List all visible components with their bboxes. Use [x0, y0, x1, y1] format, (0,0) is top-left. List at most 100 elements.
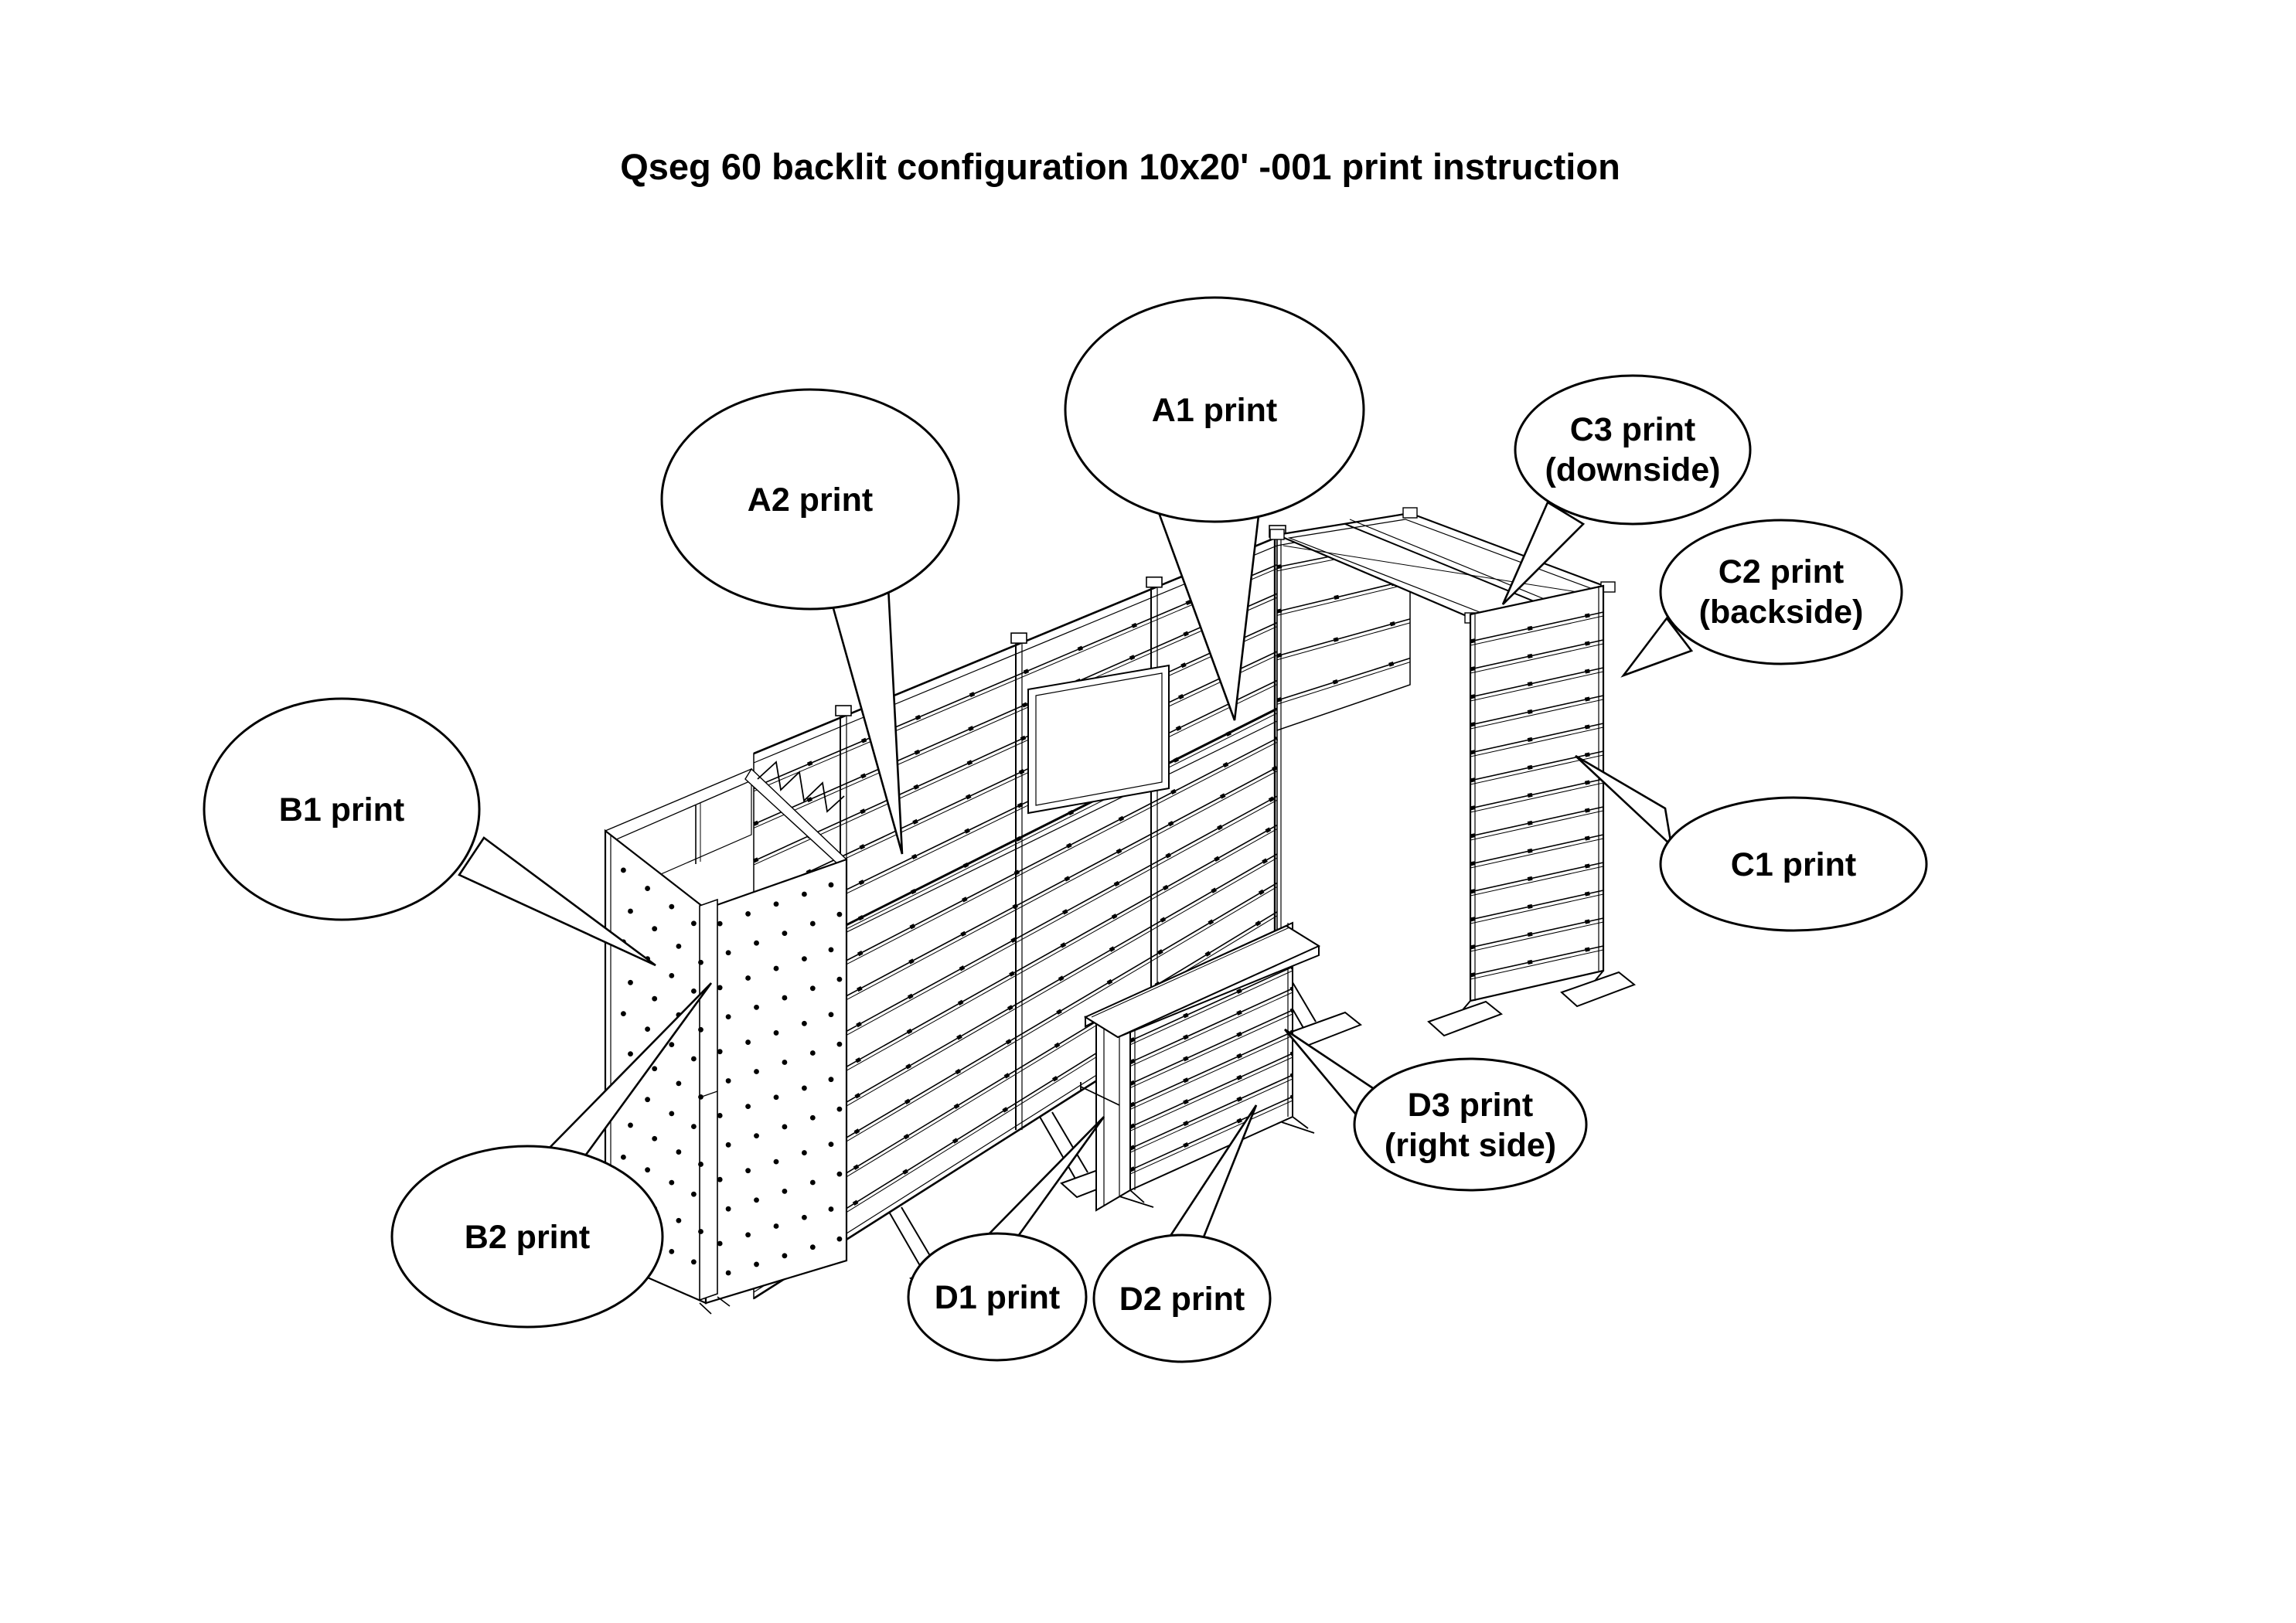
- callout-b1-bubble: [203, 697, 481, 921]
- callout-d3-print: D3 print (right side): [1284, 1028, 1588, 1192]
- peg-dot: [652, 995, 658, 1002]
- peg-dot: [802, 1150, 807, 1155]
- peg-dot: [676, 944, 682, 949]
- peg-dot: [628, 1051, 633, 1057]
- peg-dot: [645, 1167, 650, 1173]
- peg-dot: [717, 1113, 723, 1118]
- c1-panel-foot-pad: [1560, 971, 1636, 1008]
- closet-corner-post: [699, 898, 718, 1301]
- peg-dot: [782, 1124, 788, 1130]
- c1-panel-slat-line: [1470, 945, 1604, 976]
- peg-dot: [691, 1191, 697, 1197]
- peg-dot: [828, 1142, 834, 1148]
- peg-dot: [802, 956, 807, 962]
- callout-d3-bubble: [1353, 1057, 1588, 1192]
- peg-dot: [691, 988, 697, 994]
- callout-d3-label-line1: D3 print: [1408, 1087, 1533, 1124]
- callout-b2-label: B2 print: [465, 1219, 590, 1256]
- c1-panel-slat-line: [1470, 917, 1604, 948]
- peg-dot: [836, 976, 843, 982]
- counter-slat-line2: [1129, 1078, 1293, 1153]
- peg-dot: [621, 1011, 626, 1017]
- peg-dot: [691, 1056, 697, 1062]
- peg-dot: [782, 1060, 788, 1065]
- peg-dot: [745, 975, 751, 981]
- peg-dot: [836, 1236, 843, 1242]
- c1-panel-slat-line2: [1470, 866, 1604, 897]
- closet-foot-mark: [717, 1296, 731, 1307]
- callout-b2-print: B2 print: [390, 982, 713, 1329]
- peg-dot: [621, 1154, 626, 1160]
- peg-dot: [669, 1111, 675, 1117]
- peg-dot: [698, 959, 703, 965]
- counter-slat-line2: [1129, 970, 1293, 1046]
- c1-panel-slat-line2: [1470, 949, 1604, 980]
- peg-dot: [676, 1149, 682, 1155]
- peg-dot: [773, 1223, 779, 1229]
- c1-panel-slat-line2: [1470, 671, 1604, 702]
- peg-dot: [621, 867, 626, 873]
- peg-dot: [754, 1004, 759, 1010]
- peg-dot: [828, 1206, 834, 1212]
- peg-dot: [725, 1142, 731, 1148]
- peg-dot: [645, 886, 650, 891]
- c1-panel-slat-line2: [1470, 643, 1604, 674]
- callout-d3-label-line2: (right side): [1385, 1127, 1556, 1164]
- peg-dot: [652, 1066, 658, 1072]
- callout-b1-leader: [458, 836, 656, 967]
- peg-dot: [645, 1097, 650, 1103]
- backwall-foot: [1039, 1116, 1076, 1179]
- backwall-arch-slat-line: [1276, 657, 1411, 702]
- peg-dot: [676, 1080, 682, 1087]
- peg-dot: [628, 908, 633, 914]
- backwall-slat-studs: [753, 563, 1278, 790]
- backwall-foot: [888, 1211, 925, 1274]
- callout-d1-label: D1 print: [935, 1279, 1060, 1316]
- peg-dot: [628, 1122, 633, 1128]
- backwall-arch-slat-line2: [1276, 662, 1411, 705]
- peg-dot: [754, 1133, 759, 1139]
- counter-slat-line: [1129, 988, 1293, 1063]
- peg-dot: [754, 1261, 759, 1267]
- canopy-long-beam: [1283, 545, 1598, 596]
- peg-dot: [802, 1085, 807, 1091]
- peg-dot: [745, 911, 751, 917]
- peg-dot: [802, 1020, 807, 1026]
- callout-b1-label: B1 print: [279, 791, 404, 829]
- peg-dot: [754, 1069, 759, 1074]
- peg-dot: [645, 1026, 650, 1033]
- backwall-window-inner: [1035, 672, 1163, 806]
- peg-dot: [802, 1214, 807, 1220]
- counter-slat-line: [1129, 1053, 1293, 1128]
- counter-foot: [1119, 1196, 1154, 1208]
- backwall-window: [1027, 664, 1170, 815]
- c1-panel-slat-line2: [1470, 615, 1604, 646]
- peg-dot: [725, 1270, 731, 1276]
- closet-foot-mark: [699, 1302, 712, 1315]
- peg-dot: [802, 891, 807, 897]
- counter-foot: [1281, 1121, 1315, 1134]
- c1-panel-slat-line: [1470, 806, 1604, 837]
- peg-dot: [809, 1050, 816, 1056]
- counter-slab-top: [1083, 924, 1321, 1039]
- callout-c2-label-line1: C2 print: [1719, 553, 1844, 590]
- callout-c3-label-line2: (downside): [1545, 451, 1721, 488]
- callout-b1-print: B1 print: [203, 697, 656, 967]
- peg-dot: [725, 950, 731, 956]
- peg-dot: [773, 1030, 779, 1036]
- side-panel-c1: [1427, 584, 1636, 1037]
- peg-dot: [698, 1094, 703, 1100]
- counter-foot: [1129, 1189, 1145, 1203]
- peg-dot: [809, 985, 816, 992]
- peg-dot: [725, 1078, 731, 1084]
- counter-slat-line: [1129, 1096, 1293, 1171]
- peg-dot: [698, 1026, 703, 1033]
- callout-d1-bubble: [907, 1232, 1088, 1362]
- counter-slat-line: [1129, 1074, 1293, 1149]
- callout-c3-label-line1: C3 print: [1570, 411, 1695, 448]
- peg-dot: [717, 1049, 723, 1055]
- callout-c2-leader: [1620, 616, 1694, 678]
- callout-c2-print: C2 print (backside): [1620, 519, 1903, 678]
- backwall-arch-slat-line: [1276, 579, 1411, 613]
- peg-dot: [691, 1124, 697, 1129]
